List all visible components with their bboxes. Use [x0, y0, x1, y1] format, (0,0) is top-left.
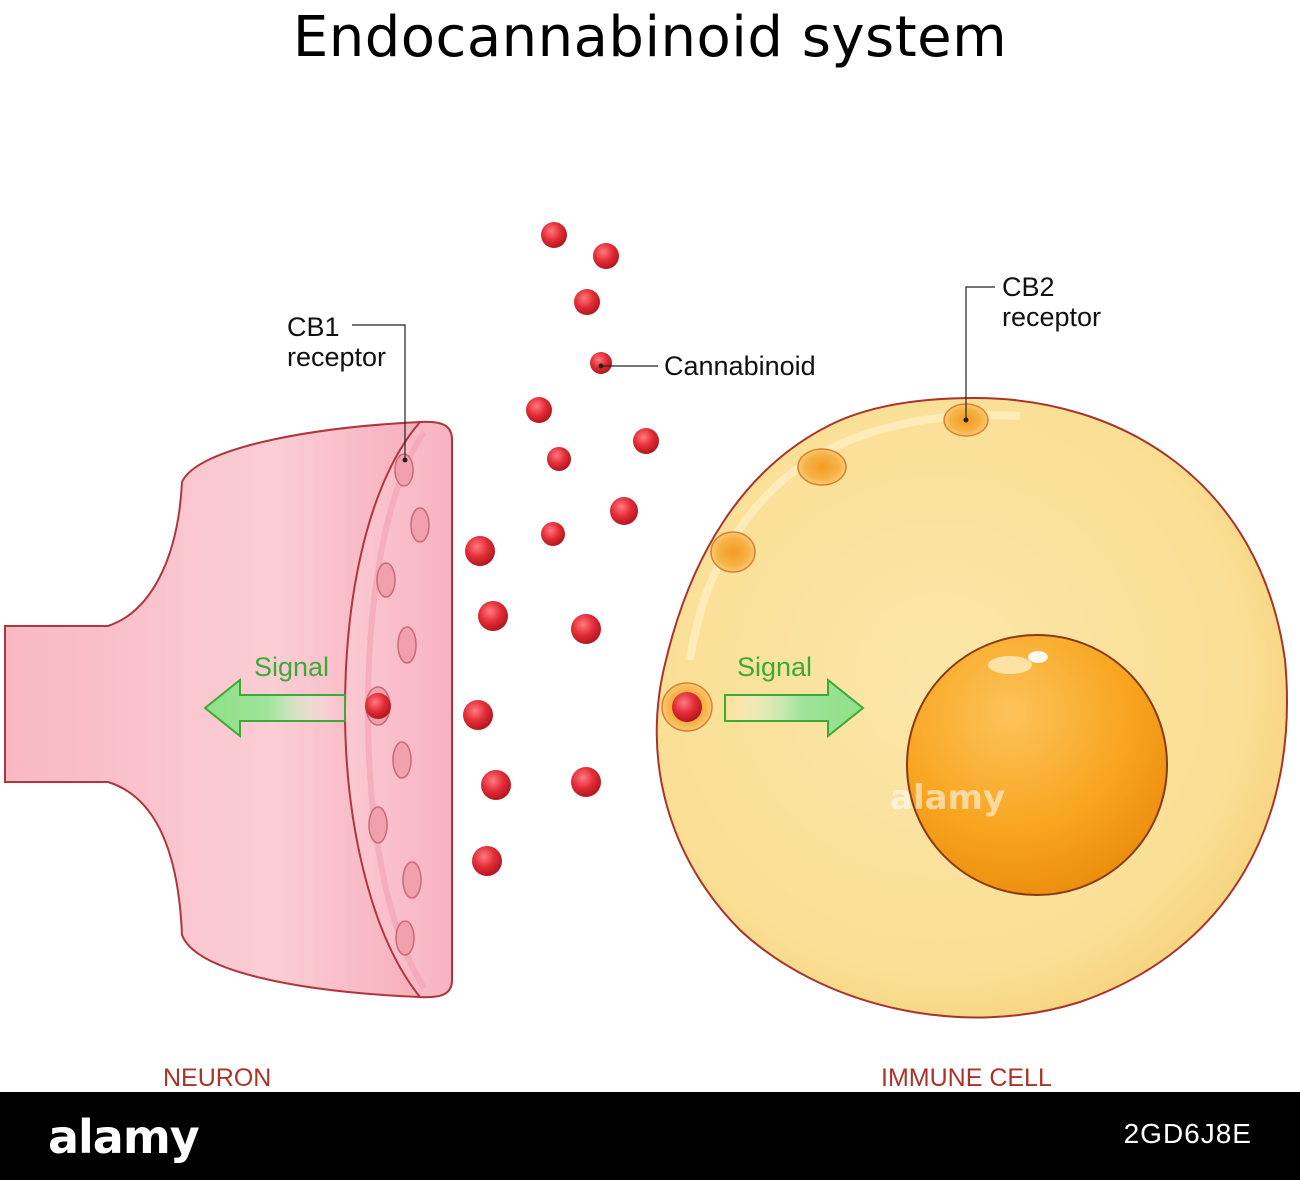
cannabinoid-dot — [472, 846, 502, 876]
cb1-label-line2: receptor — [287, 342, 387, 372]
cb1-receptor — [397, 626, 417, 664]
watermark: alamy — [890, 778, 1006, 818]
image-id: 2GD6J8E — [1123, 1118, 1252, 1149]
cannabinoid-dot — [465, 536, 495, 566]
diagram-title: Endocannabinoid system — [292, 5, 1008, 70]
cb2-receptor — [797, 448, 847, 486]
neuron-cut-face — [343, 420, 453, 999]
cb1-receptor — [395, 920, 415, 956]
cb1-receptor — [410, 507, 430, 543]
footer-bar: alamy 2GD6J8E — [0, 1092, 1300, 1180]
cannabinoid-dot — [481, 770, 511, 800]
signal-arrow-right — [724, 677, 865, 739]
cannabinoid-dot — [463, 700, 493, 730]
cannabinoid-dot — [541, 522, 565, 546]
cannabinoid-dot — [571, 767, 601, 797]
neuron-label: NEURON — [163, 1064, 272, 1092]
cb1-receptor — [402, 861, 422, 899]
cb1-leader-dot — [402, 457, 408, 463]
cb2-leader-dot — [963, 417, 969, 423]
cannabinoid-dot — [590, 352, 612, 374]
cb1-receptor — [368, 806, 388, 844]
cb1-receptor — [394, 453, 414, 487]
cb1-receptor — [392, 741, 412, 779]
cb1-receptor — [376, 562, 396, 598]
cannabinoid-dot — [478, 601, 508, 631]
cannabinoid-dot — [547, 447, 571, 471]
signal-arrow-left — [203, 677, 346, 739]
cannabinoid-dot-bound — [672, 692, 702, 722]
cannabinoid-dot — [633, 428, 659, 454]
cb2-label: CB2 receptor — [1002, 272, 1101, 332]
nucleus — [906, 634, 1168, 896]
nucleus-highlight — [1028, 651, 1048, 663]
cannabinoid-dot — [541, 222, 567, 248]
cannabinoid-dot — [574, 289, 600, 315]
cannabinoid-leader-dot — [598, 363, 604, 369]
cb2-label-line1: CB2 — [1002, 272, 1055, 302]
cb1-label-line1: CB1 — [287, 312, 340, 342]
signal-right-label: Signal — [737, 652, 813, 682]
immune-cell-label: IMMUNE CELL — [881, 1064, 1052, 1092]
cb2-leader-line — [965, 286, 995, 420]
cb1-leader-line — [352, 324, 406, 460]
cannabinoid-dot — [610, 497, 638, 525]
endocannabinoid-diagram — [4, 222, 1288, 1019]
cannabinoid-dot — [571, 614, 601, 644]
cannabinoids — [365, 222, 702, 876]
immune-cell — [655, 396, 1288, 1019]
cb1-label: CB1 receptor — [287, 312, 386, 372]
brand-logo: alamy — [48, 1110, 200, 1164]
signal-left-label: Signal — [254, 652, 330, 682]
cb2-label-line2: receptor — [1002, 302, 1102, 332]
cannabinoid-dot — [526, 397, 552, 423]
nucleus-highlight — [988, 656, 1032, 674]
cb2-receptor — [710, 531, 756, 573]
cannabinoid-dot — [593, 243, 619, 269]
cannabinoid-dot-bound — [365, 693, 391, 719]
cannabinoid-label: Cannabinoid — [664, 351, 816, 381]
